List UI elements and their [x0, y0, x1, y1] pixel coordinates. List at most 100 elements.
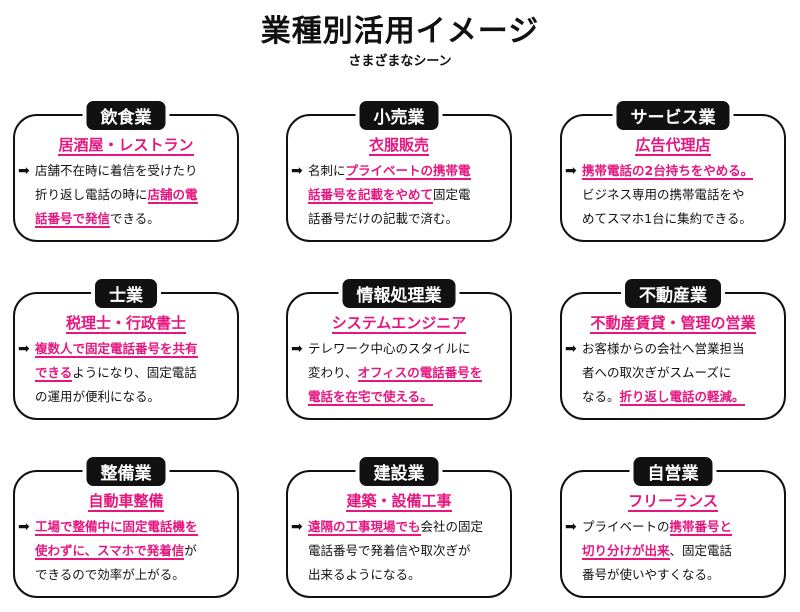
highlight-text: 遠隔の工事現場でも: [308, 519, 421, 536]
description-line: 使わずに、スマホで発着信が: [35, 540, 231, 564]
description-line: 切り分けが出来、固定電話: [582, 540, 778, 564]
description-line: ➡ 工場で整備中に固定電話機を: [18, 516, 231, 540]
industry-card: 情報処理業システムエンジニア➡テレワーク中心のスタイルに変わり、オフィスの電話番…: [286, 279, 512, 420]
description: ➡ 遠隔の工事現場でも会社の固定電話番号で発着信や取次ぎが出来るようになる。: [291, 516, 504, 588]
text: できるので効率が上がる。: [35, 567, 185, 582]
text: 話番号だけの記載で済む。: [308, 211, 459, 226]
text: テレワーク中心のスタイルに: [308, 341, 471, 356]
page-title: 業種別活用イメージ: [260, 14, 540, 49]
use-case-title: 自動車整備: [15, 490, 237, 512]
text: が: [184, 543, 197, 558]
text: ようになり、固定電話: [72, 365, 197, 380]
highlight-text: 工場で整備中に固定電話機を: [35, 519, 198, 536]
right-arrow-icon: ➡: [565, 519, 577, 535]
category-tab: サービス業: [616, 101, 730, 130]
description: ➡店舗不在時に着信を受けたり折り返し電話の時に店舗の電話番号で発信できる。: [18, 160, 231, 232]
industry-card: 飲食業居酒屋・レストラン➡店舗不在時に着信を受けたり折り返し電話の時に店舗の電話…: [13, 101, 239, 242]
description-line: ➡お客様からの会社へ営業担当: [565, 338, 778, 362]
right-arrow-icon: ➡: [291, 519, 303, 535]
highlight-text: 店舗の電: [147, 187, 198, 204]
category-tab: 飲食業: [86, 101, 166, 130]
use-case-title: 広告代理店: [562, 134, 784, 156]
use-case-title: 税理士・行政書士: [15, 312, 237, 334]
text: なる。: [582, 389, 620, 404]
description-line: の運用が便利になる。: [35, 386, 231, 410]
text: の運用が便利になる。: [35, 389, 161, 404]
highlight-text: 切り分けが出来: [582, 543, 670, 560]
description-line: 話番号で発信できる。: [35, 208, 231, 232]
text: 折り返し電話の時に: [35, 187, 148, 202]
description-line: 出来るようになる。: [308, 564, 504, 588]
description: ➡テレワーク中心のスタイルに変わり、オフィスの電話番号を電話を在宅で使える。: [291, 338, 504, 410]
industry-card: 小売業衣服販売 ➡名刺にプライベートの携帯電話番号を記載をやめて固定電話番号だけの…: [286, 101, 512, 242]
description-line: 話番号だけの記載で済む。: [308, 208, 504, 232]
description-line: できるようになり、固定電話: [35, 362, 231, 386]
highlight-text: 携帯電話の2台持ちをやめる。: [582, 163, 754, 180]
highlight-text: 話番号を記載をやめて: [308, 187, 434, 204]
category-tab: 自営業: [633, 457, 713, 486]
text: 番号が使いやすくなる。: [582, 567, 720, 582]
text: 会社の固定: [420, 519, 484, 534]
category-tab: 士業: [95, 279, 157, 308]
description-line: 者への取次ぎがスムーズに: [582, 362, 778, 386]
highlight-text: 複数人で固定電話番号を共有: [35, 341, 198, 358]
right-arrow-icon: ➡: [291, 341, 303, 357]
use-case-title: 衣服販売: [288, 134, 510, 156]
category-tab: 建設業: [359, 457, 439, 486]
description-line: ➡ 携帯電話の2台持ちをやめる。: [565, 160, 778, 184]
description-line: 電話番号で発着信や取次ぎが: [308, 540, 504, 564]
industry-card: サービス業広告代理店 ➡ 携帯電話の2台持ちをやめる。ビジネス専用の携帯電話をやめて…: [560, 101, 786, 242]
description-line: 変わり、オフィスの電話番号を: [308, 362, 504, 386]
industry-card: 不動産業不動産賃貸・管理の営業 ➡お客様からの会社へ営業担当者への取次ぎがスムーズ…: [560, 279, 786, 420]
description-line: 番号が使いやすくなる。: [582, 564, 778, 588]
description-line: 電話を在宅で使える。: [308, 386, 504, 410]
category-tab: 小売業: [359, 101, 439, 130]
description-line: ➡名刺にプライベートの携帯電: [291, 160, 504, 184]
use-case-title-text: 不動産賃貸・管理の営業: [590, 314, 756, 334]
use-case-title-text: 税理士・行政書士: [65, 314, 186, 334]
description: ➡お客様からの会社へ営業担当者への取次ぎがスムーズになる。折り返し電話の軽減。: [565, 338, 778, 410]
use-case-title-text: 居酒屋・レストラン: [58, 136, 194, 156]
right-arrow-icon: ➡: [291, 163, 303, 179]
description: ➡ プライベートの携帯番号と切り分けが出来、固定電話番号が使いやすくなる。: [565, 516, 778, 588]
use-case-title-text: システムエンジニア: [331, 314, 467, 334]
text: めてスマホ1台に集約できる。: [582, 211, 752, 226]
description-line: ビジネス専用の携帯電話をや: [582, 184, 778, 208]
text: お客様からの会社へ営業担当: [582, 341, 745, 356]
text: できる。: [110, 211, 160, 226]
description-line: なる。折り返し電話の軽減。: [582, 386, 778, 410]
description: ➡ 携帯電話の2台持ちをやめる。ビジネス専用の携帯電話をやめてスマホ1台に集約でき…: [565, 160, 778, 232]
highlight-text: オフィスの電話番号を: [357, 365, 483, 382]
use-case-title-text: 衣服販売: [368, 136, 429, 156]
description-line: 折り返し電話の時に店舗の電: [35, 184, 231, 208]
highlight-text: 電話を在宅で使える。: [308, 389, 433, 406]
industry-card: 自営業フリーランス ➡ プライベートの携帯番号と切り分けが出来、固定電話番号が使いや…: [560, 457, 786, 598]
highlight-text: 話番号で発信: [35, 211, 111, 228]
highlight-text: できる: [35, 365, 73, 382]
industry-card: 建設業建築・設備工事 ➡ 遠隔の工事現場でも会社の固定電話番号で発着信や取次ぎが出来…: [286, 457, 512, 598]
text: 電話番号で発着信や取次ぎが: [308, 543, 471, 558]
category-tab: 情報処理業: [342, 279, 456, 308]
text: ビジネス専用の携帯電話をや: [582, 187, 745, 202]
highlight-text: プライベートの携帯電: [345, 163, 471, 180]
industry-card: 整備業自動車整備➡工場で整備中に固定電話機を使わずに、スマホで発着信ができるので…: [13, 457, 239, 598]
text: 者への取次ぎがスムーズに: [582, 365, 732, 380]
use-case-title: 建築・設備工事: [288, 490, 510, 512]
description-line: できるので効率が上がる。: [35, 564, 231, 588]
right-arrow-icon: ➡: [565, 163, 577, 179]
use-case-title-text: 自動車整備: [88, 492, 164, 512]
category-tab: 不動産業: [625, 279, 721, 308]
use-case-title: 不動産賃貸・管理の営業: [562, 312, 784, 334]
use-case-title: システムエンジニア: [288, 312, 510, 334]
text: プライベートの: [582, 519, 670, 534]
description-line: 話番号を記載をやめて固定電: [308, 184, 504, 208]
use-case-title: フリーランス: [562, 490, 784, 512]
right-arrow-icon: ➡: [18, 341, 30, 357]
highlight-text: 折り返し電話の軽減。: [619, 389, 745, 406]
description: ➡複数人で固定電話番号を共有できるようになり、固定電話の運用が便利になる。: [18, 338, 231, 410]
text: 変わり、: [308, 365, 358, 380]
highlight-text: 携帯番号と: [669, 519, 733, 536]
right-arrow-icon: ➡: [18, 519, 30, 535]
description: ➡名刺にプライベートの携帯電話番号を記載をやめて固定電話番号だけの記載で済む。: [291, 160, 504, 232]
text: 出来るようになる。: [308, 567, 421, 582]
